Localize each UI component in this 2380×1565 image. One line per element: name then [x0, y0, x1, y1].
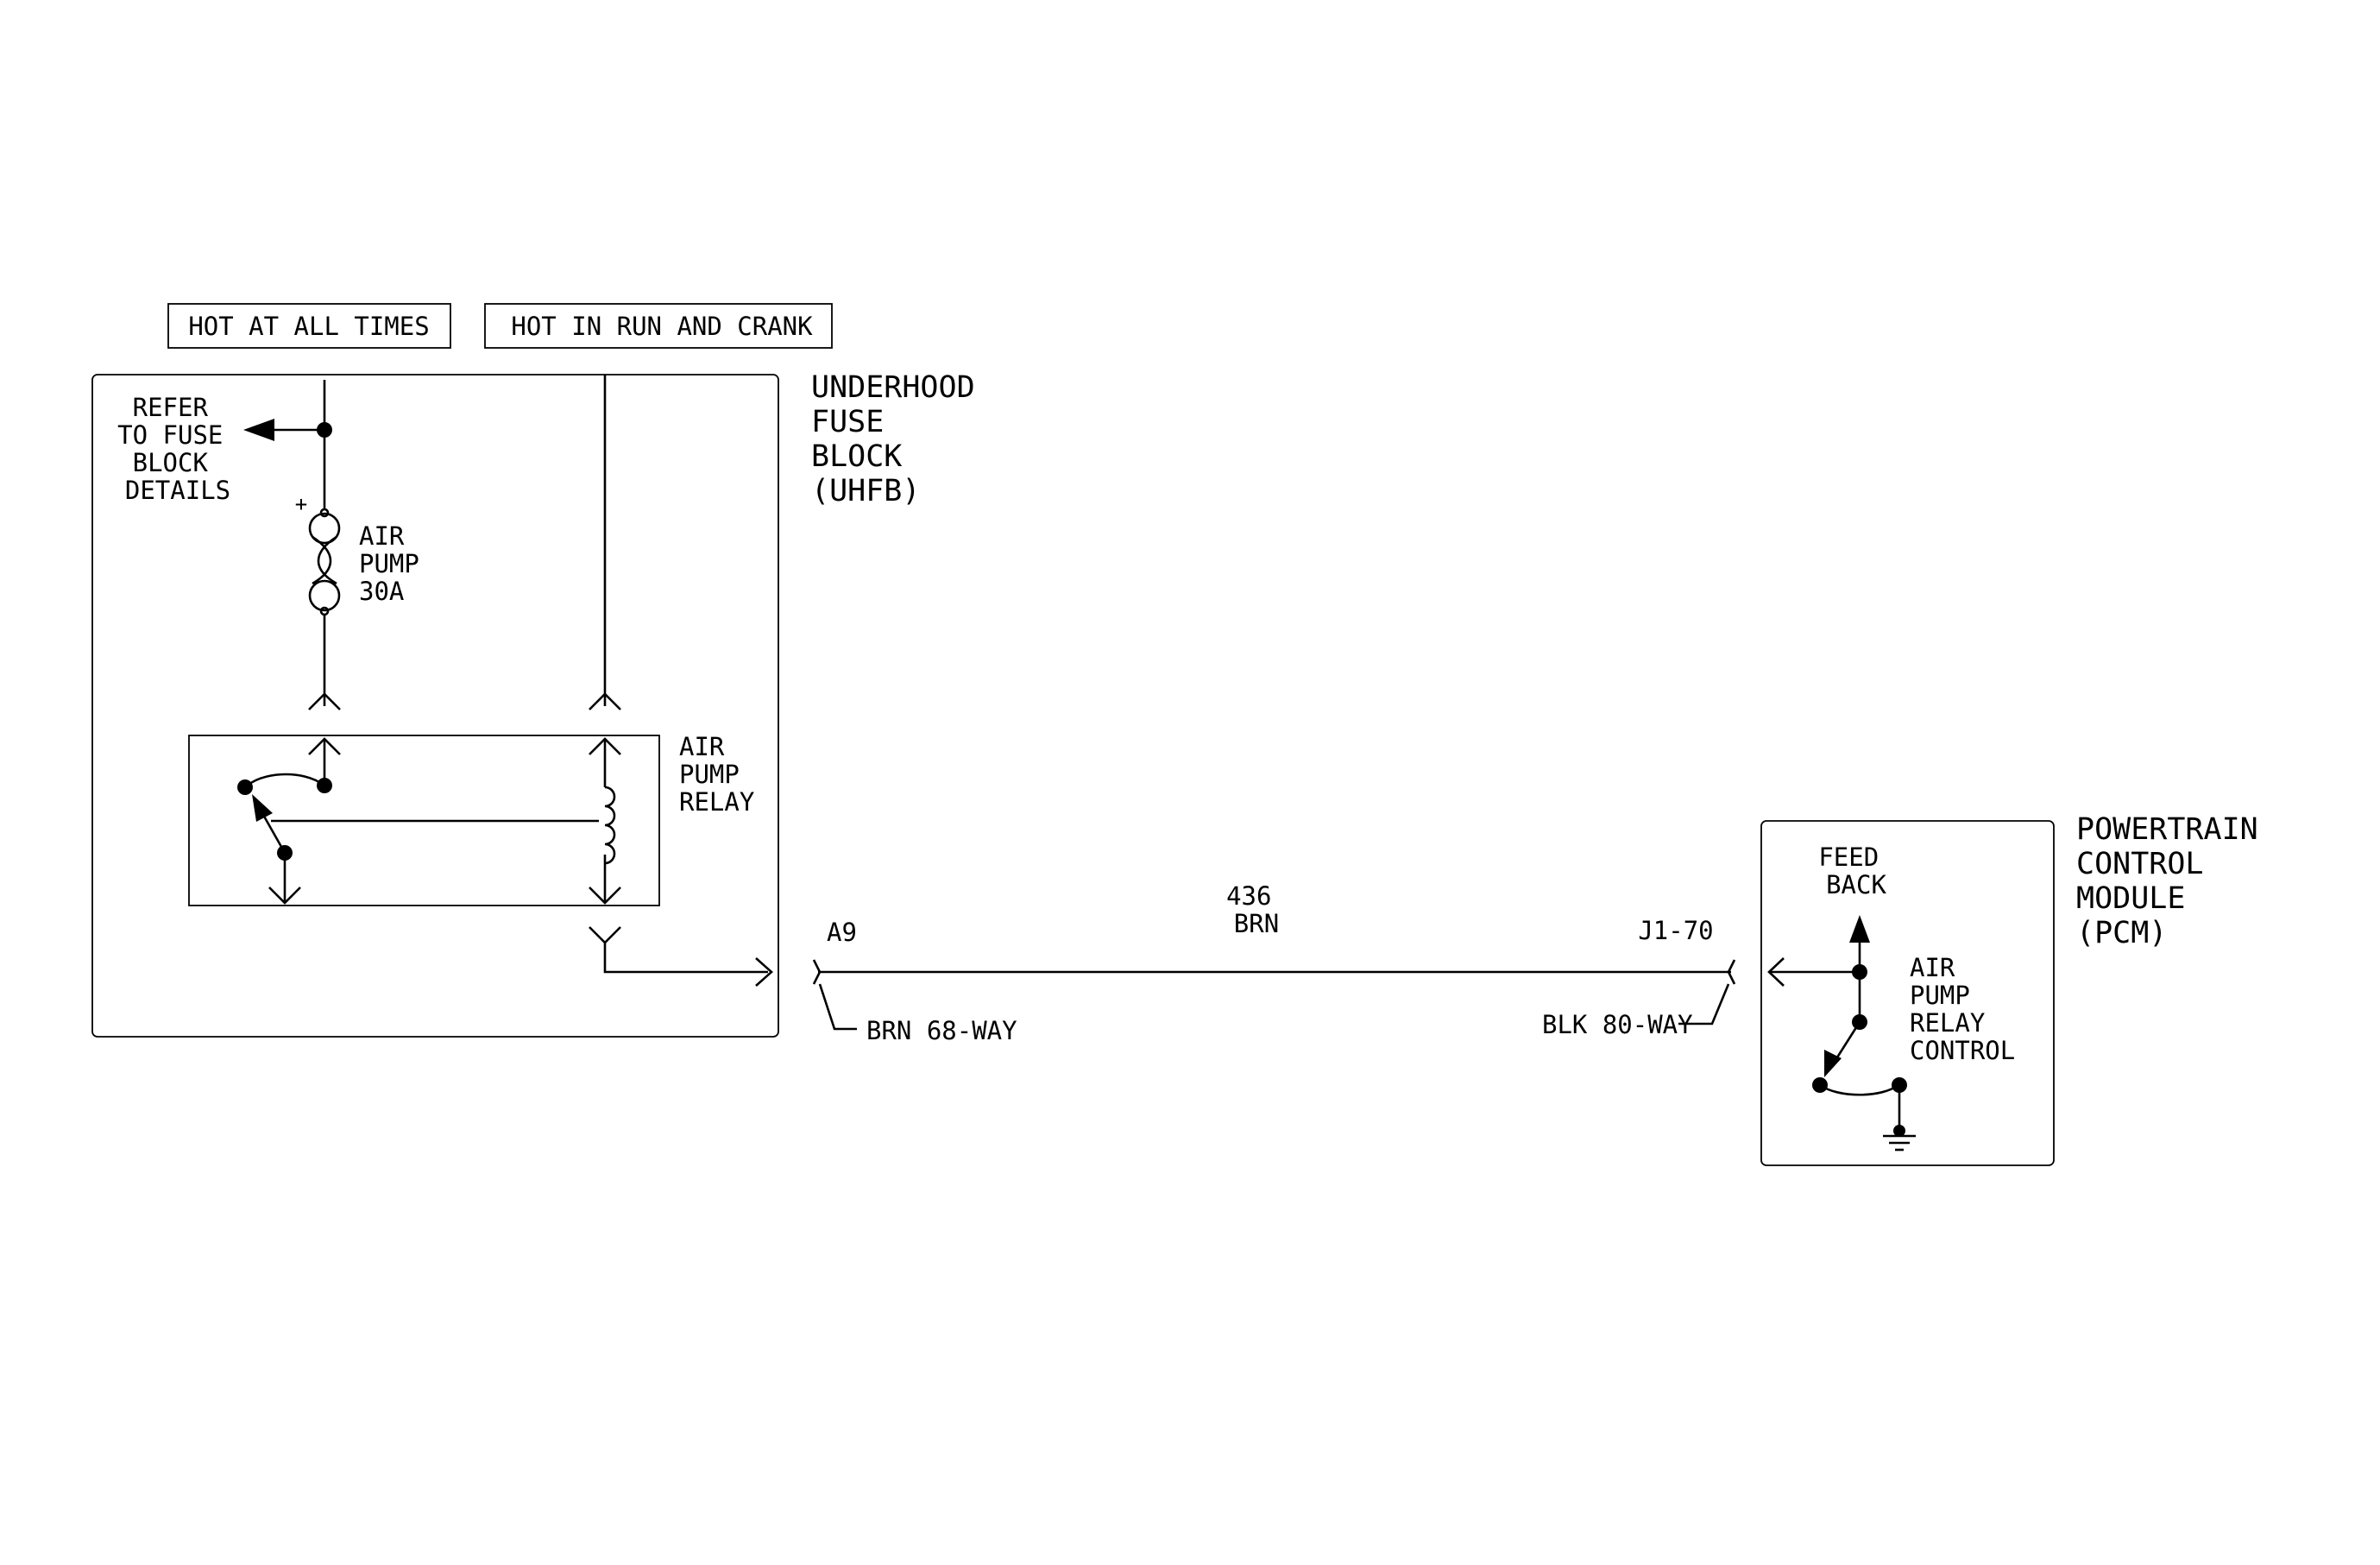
hot-in-run-and-crank-box	[484, 303, 833, 349]
relay-control-label: AIR PUMP RELAY CONTROL	[1910, 953, 2015, 1065]
wire-circuit-label: 436 BRN	[1226, 881, 1287, 938]
fuse-polarity-mark: +	[295, 492, 307, 516]
relay-terminal-female-2	[589, 692, 621, 710]
pcm-connector-leader	[1678, 983, 1730, 1025]
hot-at-all-times-box	[167, 303, 451, 349]
uhfb-connector-desc: BRN 68-WAY	[866, 1016, 1017, 1045]
uhfb-outline	[91, 374, 779, 1038]
switch-output-arrow-icon	[268, 887, 301, 905]
pcm-connector-pin: J1-70	[1638, 916, 1713, 945]
fuse-bulb-top	[308, 512, 341, 545]
fuse-element-icon	[312, 535, 337, 585]
pcm-input-junction	[1852, 964, 1867, 980]
ground-junction	[1893, 1125, 1905, 1137]
uhfb-output-arrow-icon	[755, 957, 773, 987]
feedback-arrow-icon	[1849, 915, 1870, 943]
relay-output-wire	[603, 943, 768, 974]
hot-in-run-and-crank-label: HOT IN RUN AND CRANK	[511, 312, 813, 341]
pcm-driver-arrow-icon	[1824, 1050, 1842, 1077]
relay-coil-icon	[604, 786, 616, 865]
uhfb-connector-pin: A9	[827, 918, 857, 947]
air-pump-relay-label: AIR PUMP RELAY	[679, 732, 754, 817]
refer-fuse-block-note: REFER TO FUSE BLOCK DETAILS	[117, 393, 238, 505]
pcm-driver-arc	[1819, 1083, 1899, 1096]
relay-terminal-male	[589, 926, 621, 944]
relay-terminal-female-1	[308, 692, 341, 710]
switch-pivot-contact	[237, 779, 253, 795]
pcm-connector-desc: BLK 80-WAY	[1542, 1010, 1693, 1039]
feedback-label: FEED BACK	[1818, 842, 1893, 899]
pcm-outline	[1760, 820, 2055, 1166]
switch-output-contact	[277, 845, 293, 861]
coil-output-arrow-icon	[589, 887, 621, 905]
uhfb-connector-leader	[818, 983, 857, 1031]
hot-at-all-times-label: HOT AT ALL TIMES	[188, 312, 429, 341]
pcm-title: POWERTRAIN CONTROL MODULE (PCM)	[2076, 812, 2276, 950]
refer-arrow-icon	[243, 419, 274, 441]
switch-arc	[245, 773, 325, 788]
fuse-terminal-top	[319, 508, 330, 518]
fuse-label: AIR PUMP 30A	[359, 521, 434, 606]
air-pump-relay-box	[188, 735, 660, 906]
fuse-bulb-bottom	[308, 579, 341, 612]
pcm-connector-symbol	[1727, 959, 1736, 985]
switch-arm-arrow-icon	[252, 794, 273, 822]
uhfb-title: UNDERHOOD FUSE BLOCK (UHFB)	[811, 370, 993, 508]
